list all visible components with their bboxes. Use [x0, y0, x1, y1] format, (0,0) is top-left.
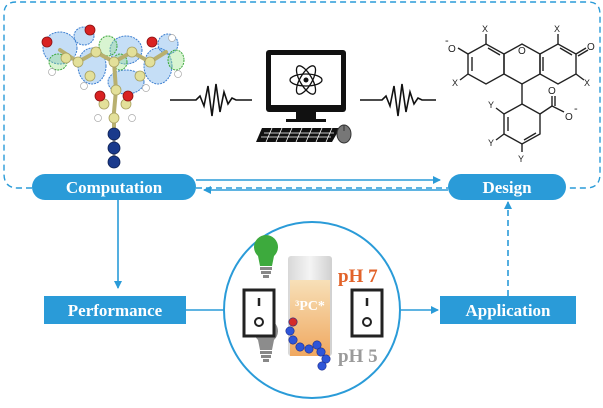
design-node: Design	[448, 174, 566, 200]
switch-right-icon	[350, 288, 384, 338]
carboxylate-charge-label: -	[574, 103, 578, 115]
cuvette: ³PC*	[288, 256, 332, 356]
atom-icon	[289, 65, 323, 95]
x-substituent-4: X	[584, 78, 590, 88]
y-substituent-1: Y	[488, 100, 494, 110]
xanthene-dye-structure	[457, 34, 589, 152]
triplet-species-label: ³PC*	[295, 299, 325, 314]
phenoxide-oxygen-label: O	[448, 44, 456, 55]
dashed-frame	[3, 1, 601, 189]
polymer-chain	[285, 317, 331, 371]
x-substituent-3: X	[452, 78, 458, 88]
computation-label: Computation	[66, 178, 163, 197]
x-substituent-2: X	[554, 24, 560, 34]
molecular-orbital-model	[41, 24, 185, 169]
carbonyl-oxygen-label: O	[587, 42, 595, 53]
wave-right	[360, 83, 436, 117]
computation-node: Computation	[32, 174, 196, 200]
light-bulb-on-icon	[254, 235, 278, 278]
ph7-label: pH 7	[338, 266, 378, 287]
y-substituent-2: Y	[488, 138, 494, 148]
application-label: Application	[465, 301, 551, 320]
carboxylate-oxygen-2: O	[565, 112, 573, 123]
switch-left-icon	[242, 288, 276, 338]
performance-node: Performance	[44, 296, 186, 324]
phenoxide-charge-label: -	[445, 35, 449, 47]
wave-left	[170, 83, 252, 117]
ring-oxygen-label: O	[518, 46, 526, 57]
x-substituent-1: X	[482, 24, 488, 34]
carboxylate-oxygen-1: O	[548, 86, 556, 97]
performance-label: Performance	[68, 301, 163, 320]
application-node: Application	[440, 296, 576, 324]
design-label: Design	[482, 178, 532, 197]
computer-icon	[256, 50, 352, 144]
y-substituent-3: Y	[518, 154, 524, 164]
ph5-label: pH 5	[338, 346, 378, 367]
structure-atom-labels: O O - O X X X X Y Y Y O O -	[445, 24, 595, 164]
